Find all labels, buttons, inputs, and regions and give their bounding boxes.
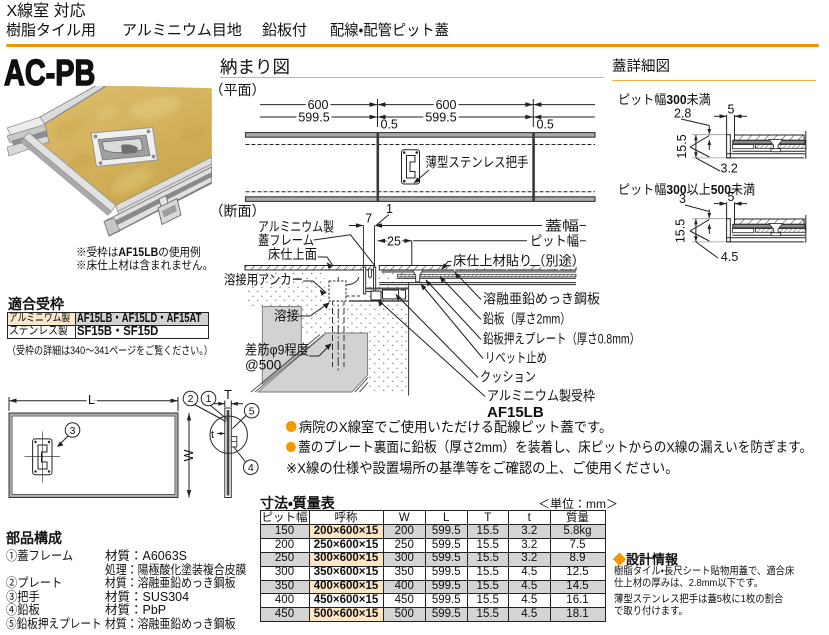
- svg-text:2: 2: [188, 393, 194, 405]
- svg-text:25: 25: [387, 235, 401, 249]
- svg-text:600: 600: [436, 98, 457, 112]
- svg-text:薄型ステンレス把手: 薄型ステンレス把手: [426, 155, 529, 170]
- svg-text:599.5: 599.5: [425, 110, 456, 124]
- svg-text:5: 5: [728, 102, 735, 116]
- svg-text:鉛板（厚さ2mm）: 鉛板（厚さ2mm）: [483, 312, 571, 327]
- svg-text:溶接用アンカー: 溶接用アンカー: [224, 273, 303, 288]
- svg-text:7: 7: [365, 211, 372, 225]
- svg-text:599.5: 599.5: [298, 110, 329, 124]
- svg-text:蓋幅: 蓋幅: [545, 218, 579, 233]
- svg-text:ピット幅: ピット幅: [530, 234, 579, 249]
- svg-text:600: 600: [308, 98, 329, 112]
- svg-text:W: W: [182, 449, 196, 461]
- svg-text:床仕上材貼り（別途）: 床仕上材貼り（別途）: [453, 254, 585, 269]
- svg-text:t: t: [211, 429, 214, 441]
- svg-text:3.2: 3.2: [721, 162, 738, 176]
- svg-text:1: 1: [386, 204, 393, 216]
- svg-text:リベット止め: リベット止め: [485, 351, 547, 366]
- svg-text:クッション: クッション: [480, 370, 536, 385]
- svg-text:15.5: 15.5: [674, 219, 688, 243]
- svg-text:4: 4: [248, 462, 254, 474]
- svg-text:溶接: 溶接: [274, 309, 299, 324]
- svg-text:4.5: 4.5: [721, 250, 738, 264]
- svg-text:0.5: 0.5: [381, 118, 398, 132]
- svg-text:@500: @500: [245, 358, 281, 373]
- svg-text:15.5: 15.5: [675, 134, 689, 158]
- svg-text:2.8: 2.8: [674, 106, 691, 120]
- svg-text:1: 1: [206, 393, 212, 405]
- svg-text:床仕上面: 床仕上面: [268, 247, 317, 262]
- svg-text:蓋フレーム: 蓋フレーム: [258, 233, 314, 248]
- svg-text:アルミニウム製受枠: アルミニウム製受枠: [487, 389, 595, 404]
- svg-text:鉛板押えプレート（厚さ0.8mm）: 鉛板押えプレート（厚さ0.8mm）: [483, 332, 640, 347]
- svg-text:5: 5: [728, 190, 735, 204]
- svg-text:T: T: [224, 388, 232, 402]
- svg-text:溶融亜鉛めっき鋼板: 溶融亜鉛めっき鋼板: [483, 292, 600, 307]
- svg-text:L: L: [88, 393, 95, 407]
- svg-text:0.5: 0.5: [537, 118, 554, 132]
- svg-text:AF15LB: AF15LB: [487, 404, 544, 421]
- svg-text:アルミニウム製: アルミニウム製: [258, 220, 334, 235]
- svg-text:5: 5: [249, 405, 255, 417]
- svg-text:3: 3: [679, 192, 686, 206]
- svg-text:3: 3: [70, 425, 76, 437]
- svg-text:差筋φ9程度: 差筋φ9程度: [245, 342, 309, 358]
